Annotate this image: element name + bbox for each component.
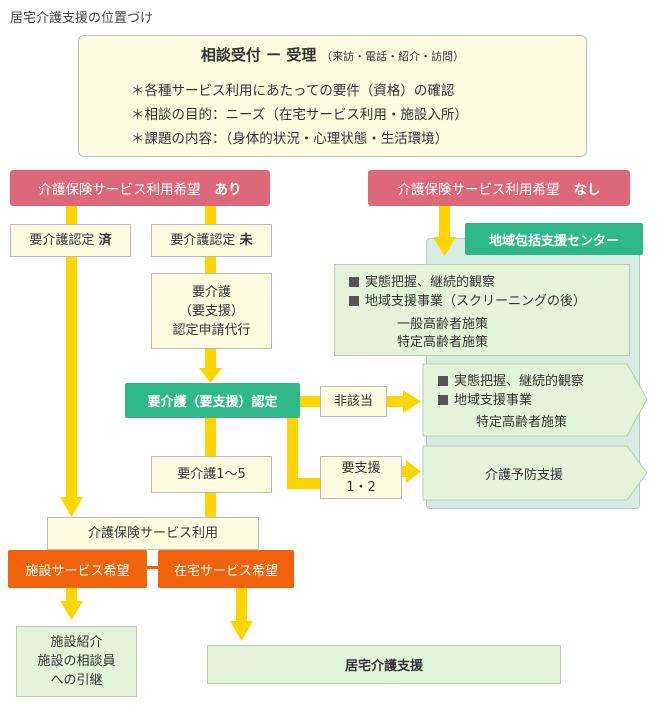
arrow-shaft [205,493,216,517]
uncertified-label: 要介護認定 [170,233,236,248]
intake-box: 相談受付 ー 受理 （来訪・電話・紹介・訪問） ＊各種サービス利用にあたっての要… [78,35,587,157]
certification-box: 要介護（要支援）認定 [125,383,300,418]
arrow-head [199,368,222,383]
wish-no-label: 介護保険サービス利用希望 [397,182,560,198]
proxy-line-1: 要介護 [191,284,231,300]
support-line-1: 要支援 [341,460,381,476]
arrow-head [403,390,421,413]
center-item-row: 地域支援事業（スクリーニングの後） [349,290,586,309]
home-wish-box: 在宅サービス希望 [158,550,294,588]
wish-yes-flag: あり [214,182,242,198]
na-result-box [422,363,648,437]
intake-heading-row: 相談受付 ー 受理 （来訪・電話・紹介・訪問） [79,44,586,65]
arrow-shaft [66,257,77,498]
arrow-shaft [205,418,216,456]
certified-box: 要介護認定 済 [10,224,131,257]
intake-line-requirements: ＊各種サービス利用にあたっての要件（資格）の確認 [131,83,455,99]
wish-no-box: 介護保険サービス利用希望なし [368,170,630,206]
arrow-shaft [205,349,216,369]
arrow-head [230,621,253,641]
proxy-line-3: 認定申請代行 [172,322,251,338]
arrow-shaft [439,206,450,238]
certified-label: 要介護認定 [29,233,95,248]
prevention-support-label: 介護予防支援 [485,468,564,483]
intake-heading: 相談受付 ー 受理 [200,46,317,64]
facility-result-2: 施設の相談員 [37,654,116,669]
arrow-head [406,460,421,483]
arrow-head [60,497,83,517]
arrow-head [60,601,83,620]
certified-flag: 済 [98,233,112,248]
facility-result-box: 施設紹介 施設の相談員 への引継 [16,626,137,697]
intake-line-issues: ＊課題の内容：（身体的状況・心理状態・生活環境） [131,131,449,147]
center-plain-1: 一般高齢者施策 [397,317,489,332]
arrow-shaft [299,396,321,407]
center-plain-2: 特定高齢者施策 [397,335,489,350]
proxy-application-box: 要介護 （要支援） 認定申請代行 [151,273,272,349]
wish-yes-label: 介護保険サービス利用希望 [38,182,201,198]
arrow-shaft [66,588,77,602]
center-item-2: 地域支援事業（スクリーニングの後） [365,294,587,309]
arrow-head [433,237,456,256]
square-bullet-icon [438,376,448,386]
prevention-box [422,445,648,501]
uncertified-box: 要介護認定 未 [151,224,272,257]
facility-wish-box: 施設サービス希望 [8,550,147,588]
center-services-box: 実態把握、継続的観察 地域支援事業（スクリーニングの後） 一般高齢者施策 特定高… [334,264,630,356]
page-title: 居宅介護支援の位置づけ [10,11,154,26]
arrow-shaft [66,206,77,224]
home-result-box: 居宅介護支援 [207,645,561,684]
wish-no-flag: なし [573,182,601,198]
wish-connector [146,566,160,569]
na-item-2: 地域支援事業 [454,393,533,408]
square-bullet-icon [349,277,359,287]
facility-result-3: への引継 [50,673,103,688]
na-plain: 特定高齢者施策 [476,415,568,430]
proxy-line-2: （要支援） [178,303,244,319]
service-use-box: 介護保険サービス利用 [47,517,259,550]
support-level-box: 要支援 1・2 [320,456,402,499]
na-item-row: 実態把握、継続的観察 [438,370,584,389]
facility-result-1: 施設紹介 [50,635,103,650]
na-item-row: 地域支援事業 [438,389,532,408]
center-item-1: 実態把握、継続的観察 [365,275,496,290]
arrow-shaft [401,466,407,477]
arrow-shaft [386,396,404,407]
arrow-shaft [287,418,298,489]
center-item-row: 実態把握、継続的観察 [349,271,495,290]
square-bullet-icon [438,395,448,405]
regional-center-title: 地域包括支援センター [465,223,643,255]
uncertified-flag: 未 [239,233,253,248]
intake-line-purpose: ＊相談の目的：ニーズ（在宅サービス利用・施設入所） [131,107,468,123]
wish-yes-box: 介護保険サービス利用希望あり [10,170,270,206]
arrow-shaft [205,257,216,273]
intake-heading-sub: （来訪・電話・紹介・訪問） [321,50,465,63]
square-bullet-icon [349,296,359,306]
na-item-1: 実態把握、継続的観察 [454,374,585,389]
not-applicable-box: 非該当 [320,386,387,417]
arrow-shaft [236,588,247,622]
support-line-2: 1・2 [346,479,376,495]
arrow-shaft [287,478,321,489]
arrow-shaft [205,206,216,224]
care-level-box: 要介護1〜5 [151,456,272,493]
